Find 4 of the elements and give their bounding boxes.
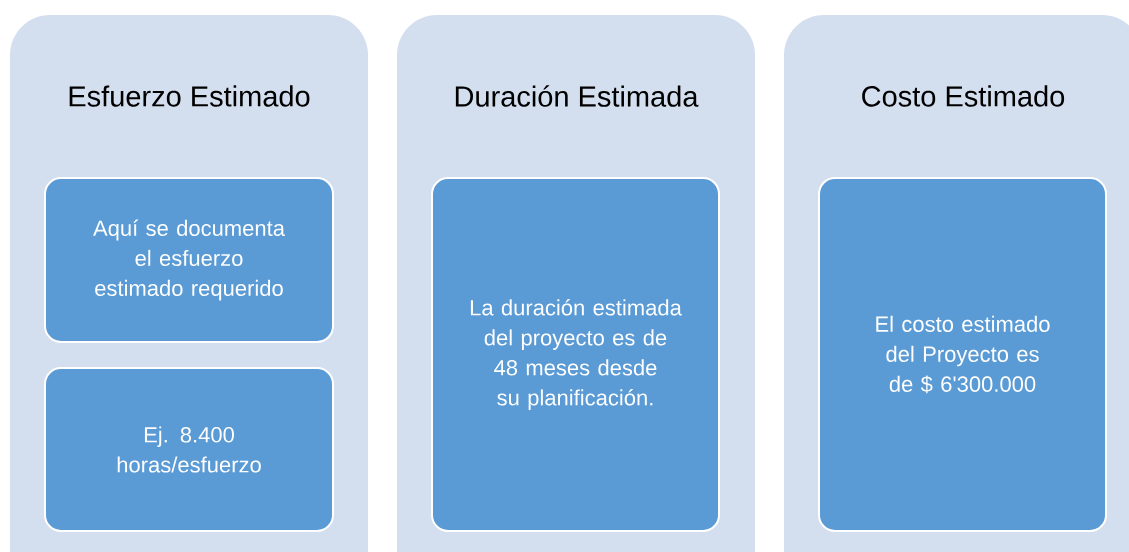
text-box: Ej. 8.400 horas/esfuerzo xyxy=(44,367,334,532)
text-box: El costo estimado del Proyecto es de $ 6'300.000 xyxy=(818,177,1107,532)
text-box: Aquí se documenta el esfuerzo estimado requerido xyxy=(44,177,334,343)
text-box: La duración estimada del proyecto es de 48 meses desde su planificación. xyxy=(431,177,720,532)
